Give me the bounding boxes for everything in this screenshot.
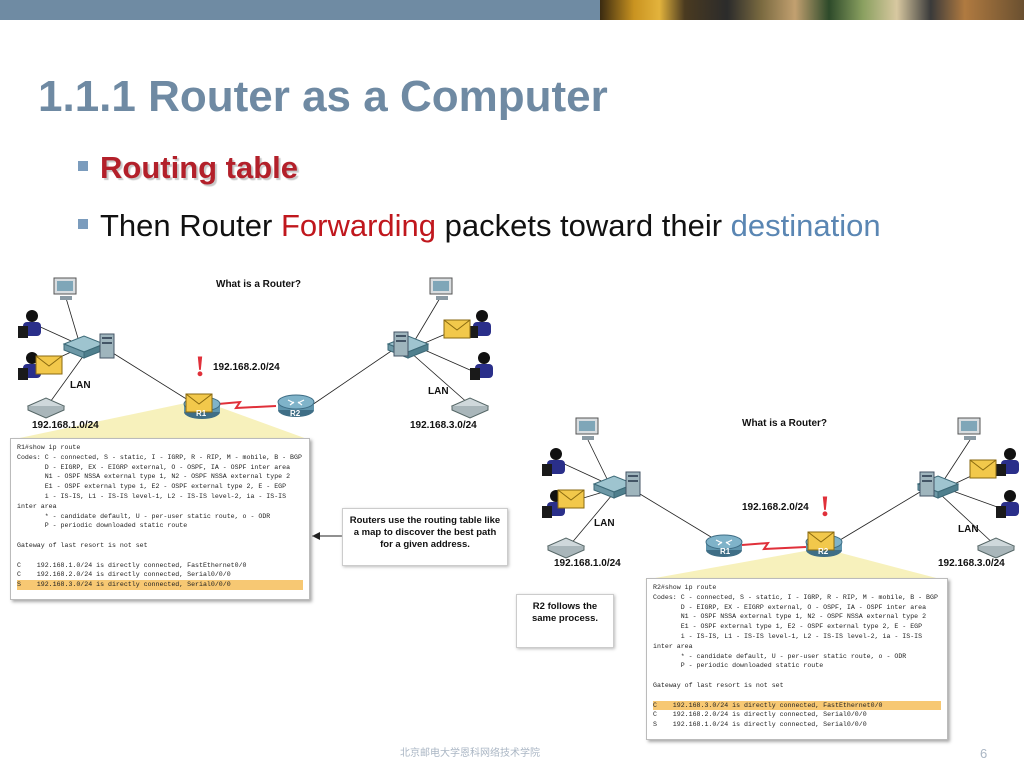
routing-table-line: i - IS-IS, L1 - IS-IS level-1, L2 - IS-I… bbox=[17, 492, 287, 500]
page-number: 6 bbox=[980, 746, 988, 761]
lan-label: LAN bbox=[958, 524, 979, 535]
bullet-routing-table: Routing table bbox=[78, 150, 298, 186]
bullet-square-icon bbox=[78, 160, 88, 171]
bullet-forwarding: Then Router Forwarding packets toward th… bbox=[78, 208, 881, 244]
routing-table-line: inter area bbox=[17, 502, 57, 510]
routing-table-line: P - periodic downloaded static route bbox=[17, 522, 188, 530]
callout-routing-table: Routers use the routing table like a map… bbox=[342, 508, 508, 566]
footer-institution: 北京邮电大学恩科网络技术学院 bbox=[400, 748, 540, 759]
lan-label: LAN bbox=[70, 380, 91, 391]
routing-table-line bbox=[653, 691, 941, 701]
routing-table-line: R2#show ip route bbox=[653, 584, 717, 591]
lan-network-label: 192.168.3.0/24 bbox=[410, 420, 477, 431]
router-r1-label: R1 bbox=[196, 409, 207, 418]
slide-title: 1.1.1 Router as a Computer bbox=[38, 72, 608, 121]
routing-table-line: S 192.168.3.0/24 is directly connected, … bbox=[17, 580, 303, 590]
network-label: 192.168.2.0/24 bbox=[213, 362, 280, 373]
lan-network-label: 192.168.1.0/24 bbox=[554, 558, 621, 569]
routing-table-line: * - candidate default, U - per-user stat… bbox=[17, 512, 271, 520]
alert-icon: ! bbox=[820, 490, 830, 523]
routing-table-line: Codes: C - connected, S - static, I - IG… bbox=[17, 453, 302, 461]
router-r2-label: R2 bbox=[818, 547, 829, 556]
alert-icon: ! bbox=[195, 350, 205, 383]
network-label: 192.168.2.0/24 bbox=[742, 502, 809, 513]
routing-table-line: inter area bbox=[653, 642, 693, 650]
routing-table-line: E1 - OSPF external type 1, E2 - OSPF ext… bbox=[17, 483, 287, 491]
routing-table-line: i - IS-IS, L1 - IS-IS level-1, L2 - IS-I… bbox=[653, 632, 923, 640]
routing-table-line: D - EIGRP, EX - EIGRP external, O - OSPF… bbox=[653, 603, 927, 611]
routing-table-line: E1 - OSPF external type 1, E2 - OSPF ext… bbox=[653, 623, 923, 631]
bullet-text: Routing table bbox=[100, 150, 299, 185]
routing-table-line: N1 - OSPF NSSA external type 1, N2 - OSP… bbox=[653, 613, 927, 621]
routing-table-line: N1 - OSPF NSSA external type 1, N2 - OSP… bbox=[17, 473, 291, 481]
routing-table-line: Codes: C - connected, S - static, I - IG… bbox=[653, 593, 938, 601]
lan-network-label: 192.168.1.0/24 bbox=[32, 420, 99, 431]
routing-table-line: Gateway of last resort is not set bbox=[17, 541, 148, 549]
routing-table-line bbox=[17, 531, 303, 541]
routing-table-line: Gateway of last resort is not set bbox=[653, 681, 784, 689]
lan-label: LAN bbox=[594, 518, 615, 529]
routing-table-line: S 192.168.1.0/24 is directly connected, … bbox=[653, 721, 867, 729]
routing-table-line: C 192.168.3.0/24 is directly connected, … bbox=[653, 700, 941, 711]
router-r1-label: R1 bbox=[720, 547, 731, 556]
lan-network-label: 192.168.3.0/24 bbox=[938, 558, 1005, 569]
diagram-title: What is a Router? bbox=[216, 279, 302, 290]
bullet-square-icon bbox=[78, 218, 88, 229]
router-r2-label: R2 bbox=[290, 409, 301, 418]
bullet-text-part: Then Router bbox=[100, 208, 281, 243]
photo-strip-banner bbox=[600, 0, 1024, 20]
routing-table-line: * - candidate default, U - per-user stat… bbox=[653, 652, 907, 660]
routing-table-line: C 192.168.2.0/24 is directly connected, … bbox=[653, 711, 867, 719]
routing-table-line: C 192.168.2.0/24 is directly connected, … bbox=[17, 571, 231, 579]
routing-table-line bbox=[653, 671, 941, 681]
routing-table-line: D - EIGRP, EX - EIGRP external, O - OSPF… bbox=[17, 463, 291, 471]
routing-table-line bbox=[17, 551, 303, 561]
bullet-text-destination: destination bbox=[730, 208, 881, 243]
lan-label: LAN bbox=[428, 386, 449, 397]
callout-same-process: R2 follows the same process. bbox=[516, 594, 614, 648]
routing-table-line: P - periodic downloaded static route bbox=[653, 662, 824, 670]
routing-table-line: R1#show ip route bbox=[17, 444, 81, 451]
bullet-text-part: packets toward their bbox=[436, 208, 731, 243]
routing-table-line: C 192.168.1.0/24 is directly connected, … bbox=[17, 561, 247, 569]
diagram-title: What is a Router? bbox=[742, 418, 828, 429]
bullet-text-forwarding: Forwarding bbox=[280, 208, 436, 243]
